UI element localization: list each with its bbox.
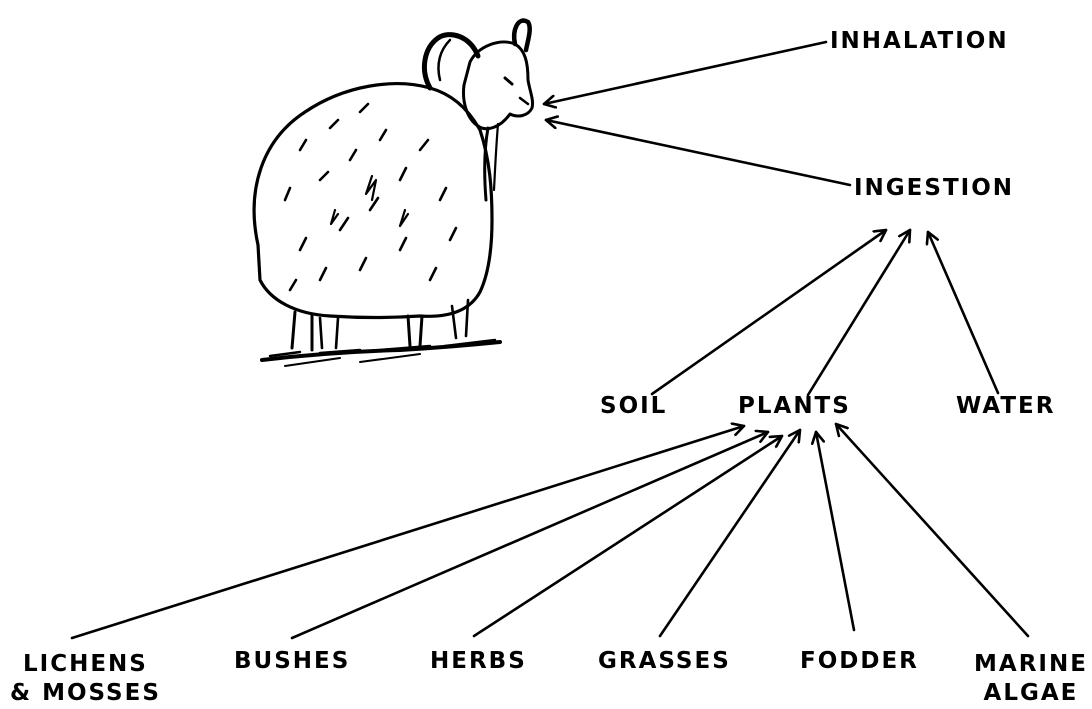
arrow-grasses-to-plants <box>660 430 800 636</box>
label-plants: PLANTS <box>738 395 851 418</box>
sheep-drawing-icon <box>254 21 532 366</box>
arrow-marine-to-plants <box>836 424 1028 636</box>
label-ingestion: INGESTION <box>854 177 1014 200</box>
label-inhalation: INHALATION <box>830 30 1009 53</box>
arrow-bushes-to-plants <box>292 432 768 638</box>
label-fodder: FODDER <box>800 650 919 673</box>
arrow-soil-to-ingestion <box>652 230 886 394</box>
arrow-inhalation-to-sheep <box>544 42 826 104</box>
arrow-herbs-to-plants <box>474 436 782 636</box>
arrow-lichens-to-plants <box>72 426 744 638</box>
label-lichens-mosses: LICHENS & MOSSES <box>10 650 161 708</box>
arrows <box>72 42 1028 638</box>
label-marine-line2: ALGAE <box>974 679 1088 708</box>
arrow-ingestion-to-sheep <box>546 120 850 185</box>
arrow-plants-to-ingestion <box>808 230 910 395</box>
label-marine-algae: MARINE ALGAE <box>974 650 1088 708</box>
label-water: WATER <box>956 395 1055 418</box>
label-lichens-line1: LICHENS <box>10 650 161 679</box>
label-grasses: GRASSES <box>598 650 731 673</box>
arrow-fodder-to-plants <box>816 432 854 630</box>
label-bushes: BUSHES <box>234 650 350 673</box>
label-herbs: HERBS <box>430 650 527 673</box>
label-soil: SOIL <box>600 395 667 418</box>
label-lichens-line2: & MOSSES <box>10 679 161 708</box>
arrow-water-to-ingestion <box>928 232 998 393</box>
label-marine-line1: MARINE <box>974 650 1088 679</box>
